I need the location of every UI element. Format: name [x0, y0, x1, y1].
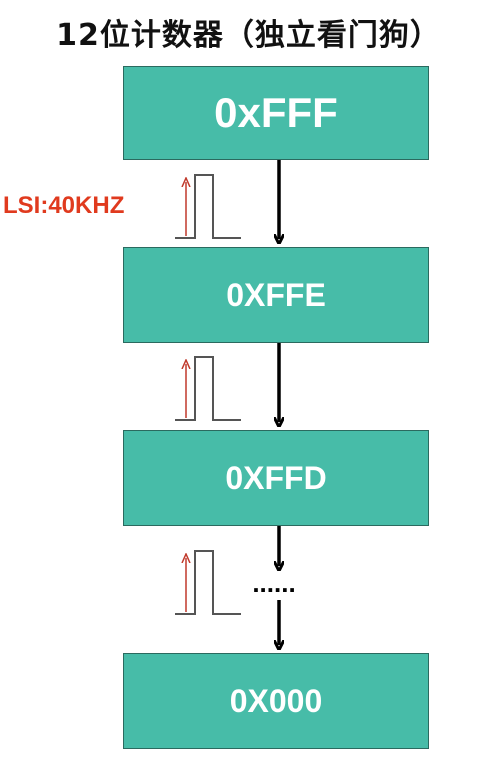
counter-box-0xfff: 0xFFF: [123, 66, 429, 160]
clock-pulse-2: [175, 356, 241, 421]
counter-box-0x000: 0X000: [123, 653, 429, 749]
counter-box-label: 0X000: [229, 682, 323, 719]
clock-source-label: LSI:40KHZ: [3, 192, 125, 219]
clock-pulse-3: [175, 550, 241, 615]
counter-box-label: 0XFFE: [226, 276, 326, 313]
counter-box-label: 0xFFF: [214, 89, 338, 136]
clock-pulse-1: [175, 174, 241, 239]
counter-box-0xffe: 0XFFE: [123, 247, 429, 343]
counter-box-0xffd: 0XFFD: [123, 430, 429, 526]
diagram-title: 12位计数器（独立看门狗）: [56, 18, 441, 53]
counter-box-label: 0XFFD: [225, 459, 327, 496]
ellipsis-text: ......: [252, 568, 295, 598]
